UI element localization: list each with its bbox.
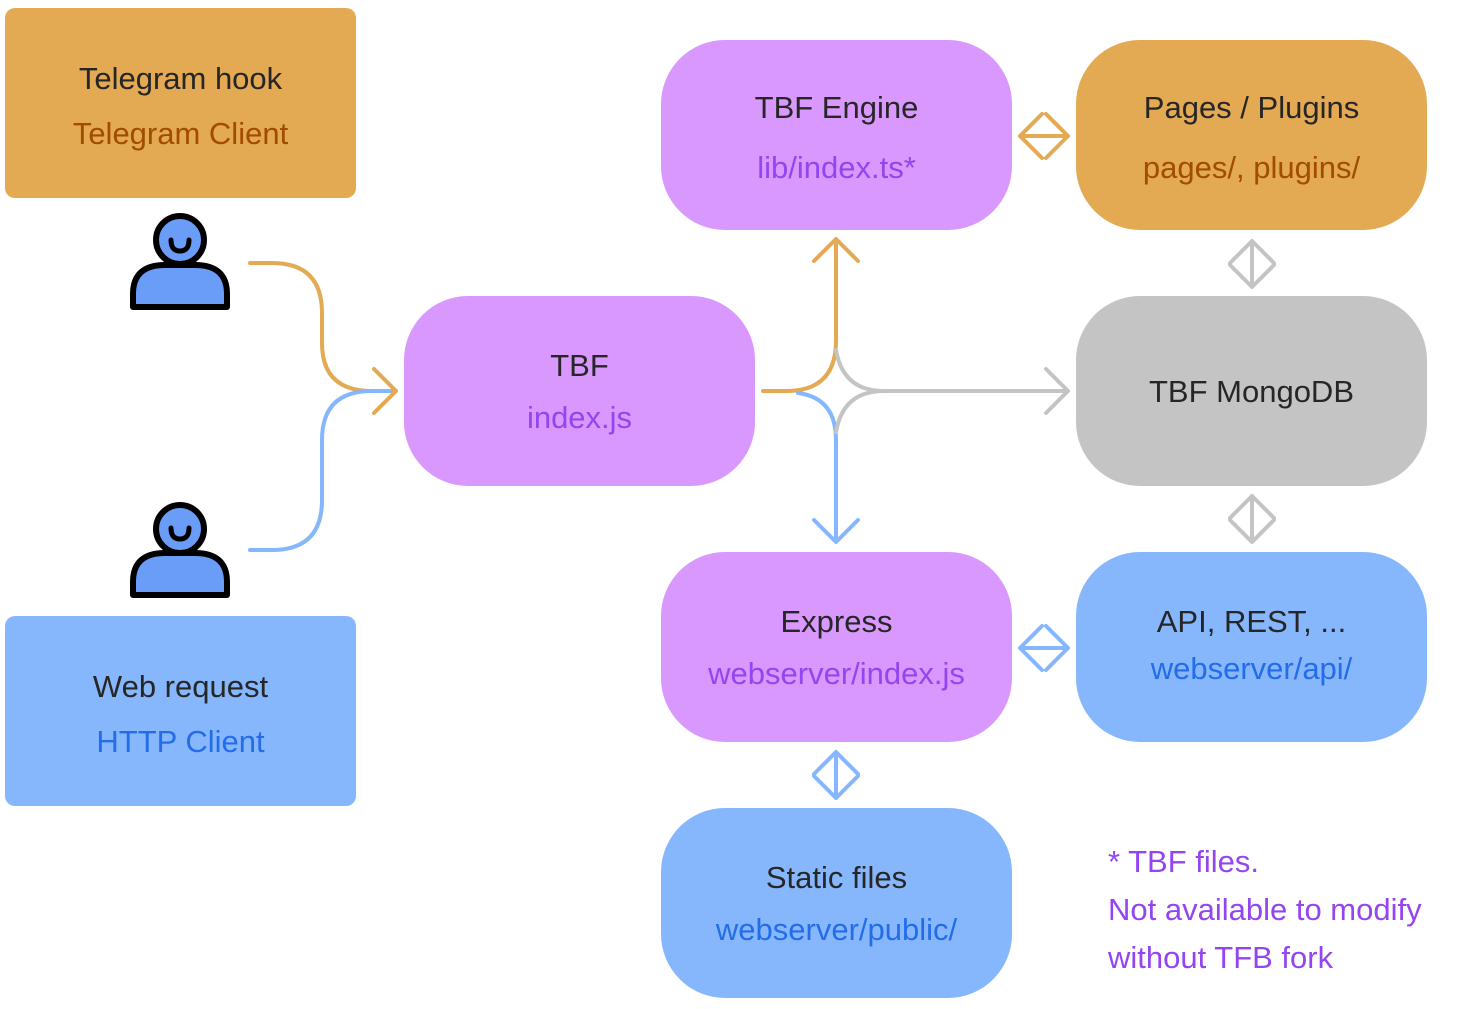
mongodb-api-double-arrow <box>1228 494 1276 544</box>
express-arrowhead <box>812 518 860 544</box>
static-files-node: Static files webserver/public/ <box>661 808 1012 998</box>
web-to-tbf-connector <box>248 389 392 552</box>
pages-mongodb-double-arrow <box>1228 239 1276 289</box>
express-subtitle: webserver/index.js <box>708 655 965 691</box>
express-node: Express webserver/index.js <box>661 552 1012 742</box>
web-client-box: Web request HTTP Client <box>5 616 356 806</box>
static-files-title: Static files <box>765 859 908 895</box>
telegram-to-tbf-connector <box>248 261 398 393</box>
api-title: API, REST, ... <box>1156 604 1347 639</box>
user-icon-web <box>130 502 230 598</box>
tbf-input-arrowhead <box>372 367 398 415</box>
tbf-to-mongodb-lower-curve <box>834 389 886 434</box>
tbf-to-mongodb-connector <box>834 348 1068 393</box>
pages-plugins-subtitle: pages/, plugins/ <box>1142 149 1361 185</box>
tbf-engine-subtitle: lib/index.ts* <box>757 149 916 185</box>
telegram-client-box: Telegram hook Telegram Client <box>5 8 356 198</box>
pages-plugins-node: Pages / Plugins pages/, plugins/ <box>1076 40 1427 230</box>
express-title: Express <box>780 603 893 639</box>
tbf-mongodb-node: TBF MongoDB <box>1076 296 1427 486</box>
static-files-subtitle: webserver/public/ <box>715 911 958 947</box>
api-subtitle: webserver/api/ <box>1150 651 1353 686</box>
tbf-title: TBF <box>550 347 609 383</box>
footnote-line-3: without TFB fork <box>1108 940 1334 975</box>
web-client-subtitle: HTTP Client <box>96 724 265 759</box>
tbf-to-express-connector <box>796 391 838 542</box>
footnote-line-1: * TBF files. <box>1108 844 1260 879</box>
express-api-double-arrow <box>1018 624 1070 672</box>
tbf-subtitle: index.js <box>526 399 633 435</box>
tbf-to-engine-connector <box>761 242 838 393</box>
engine-pages-double-arrow <box>1018 112 1070 160</box>
api-node: API, REST, ... webserver/api/ <box>1076 552 1427 742</box>
telegram-client-subtitle: Telegram Client <box>72 116 289 151</box>
engine-arrowhead <box>812 237 860 263</box>
express-static-double-arrow <box>812 750 860 800</box>
tbf-engine-node: TBF Engine lib/index.ts* <box>661 40 1012 230</box>
mongodb-arrowhead <box>1044 367 1070 415</box>
tbf-mongodb-title: TBF MongoDB <box>1148 373 1354 409</box>
tbf-engine-title: TBF Engine <box>754 89 919 125</box>
pages-plugins-title: Pages / Plugins <box>1143 89 1360 125</box>
tbf-node: TBF index.js <box>404 296 755 486</box>
web-client-title: Web request <box>92 669 269 704</box>
user-icon-telegram <box>130 213 230 310</box>
telegram-client-title: Telegram hook <box>78 61 283 96</box>
footnote: * TBF files. Not available to modify wit… <box>1108 838 1422 982</box>
footnote-line-2: Not available to modify <box>1108 892 1422 927</box>
